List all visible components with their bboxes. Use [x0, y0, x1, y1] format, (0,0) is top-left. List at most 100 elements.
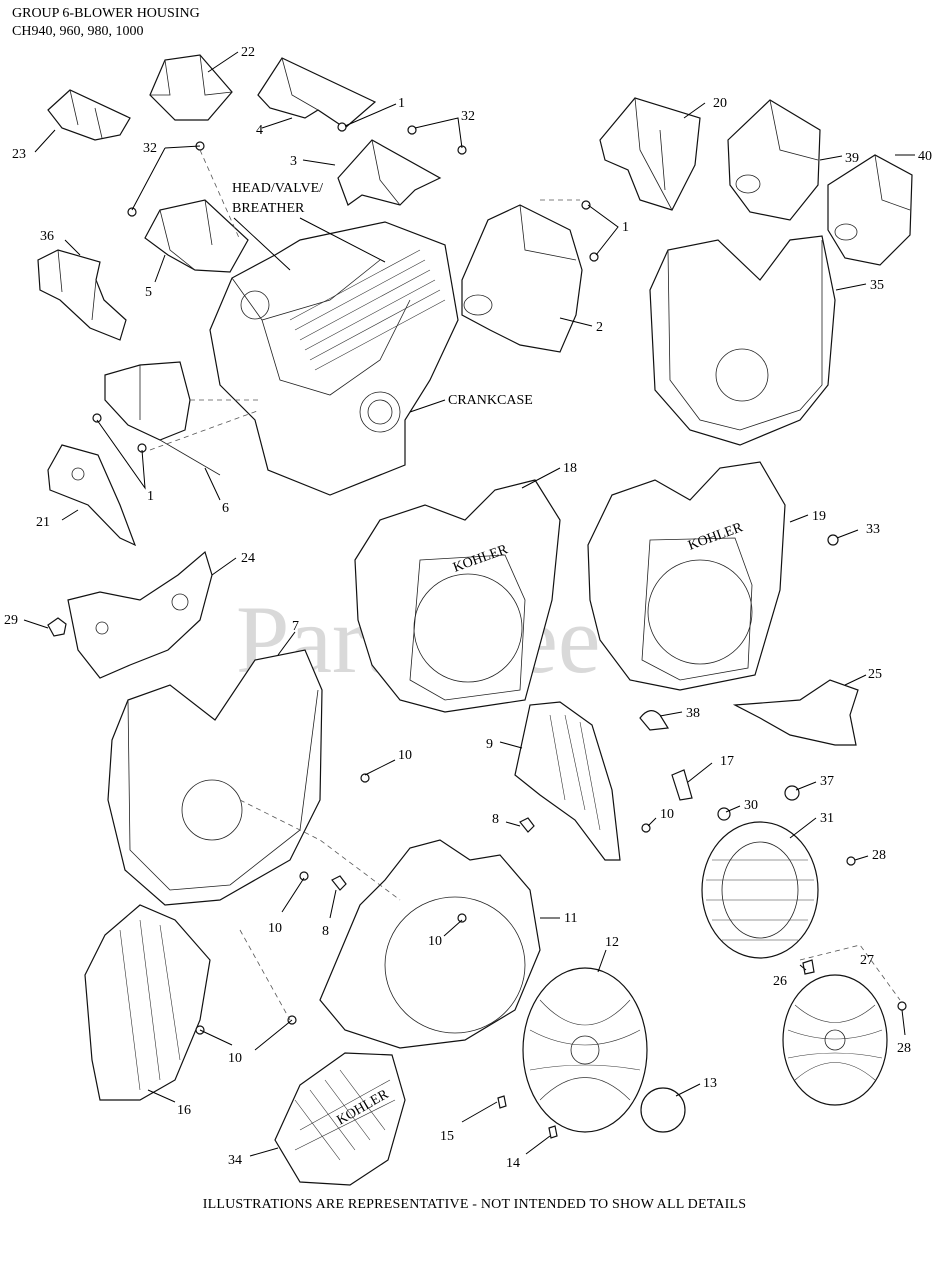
callout-39[interactable]: 39	[845, 151, 859, 166]
part-4-shroud[interactable]	[257, 57, 377, 129]
part-31-fan-guard[interactable]	[701, 821, 819, 959]
callout-10[interactable]: 10	[228, 1051, 242, 1066]
part-18-blower-housing[interactable]: KOHLER	[354, 479, 561, 713]
callout-20[interactable]: 20	[713, 96, 727, 111]
callout-38[interactable]: 38	[686, 706, 700, 721]
part-24-bracket[interactable]	[67, 550, 213, 679]
callout-37[interactable]: 37	[820, 774, 834, 789]
callout-10[interactable]: 10	[398, 748, 412, 763]
callout-26[interactable]: 26	[773, 974, 787, 989]
part-20-bracket[interactable]	[599, 97, 701, 211]
part-27-fan-guard[interactable]	[782, 974, 888, 1106]
part-2-shroud[interactable]	[461, 204, 583, 353]
part-34-grille[interactable]: KOHLER	[274, 1052, 406, 1186]
part-39-shroud[interactable]	[727, 99, 821, 221]
engine-block	[209, 221, 459, 496]
callout-32[interactable]: 32	[143, 141, 157, 156]
model-list: CH940, 960, 980, 1000	[12, 24, 144, 39]
callout-16[interactable]: 16	[177, 1103, 191, 1118]
part-37-nut[interactable]	[784, 785, 800, 801]
callout-32[interactable]: 32	[461, 109, 475, 124]
part-22-shroud[interactable]	[149, 54, 233, 121]
part-36-bracket[interactable]	[37, 249, 127, 341]
leader-lines	[23, 51, 915, 1157]
callout-2[interactable]: 2	[596, 320, 603, 335]
part-30-nut[interactable]	[717, 807, 731, 821]
callout-10[interactable]: 10	[660, 807, 674, 822]
callout-23[interactable]: 23	[12, 147, 26, 162]
part-26-screw[interactable]	[802, 959, 815, 975]
head-valve-label: HEAD/VALVE/	[232, 181, 323, 196]
fastener-markers	[92, 122, 839, 1035]
part-38-clip[interactable]	[639, 710, 670, 731]
callout-33[interactable]: 33	[866, 522, 880, 537]
callout-18[interactable]: 18	[563, 461, 577, 476]
part-8-nut-a[interactable]	[519, 817, 535, 833]
callout-31[interactable]: 31	[820, 811, 834, 826]
callout-21[interactable]: 21	[36, 515, 50, 530]
callout-7[interactable]: 7	[292, 619, 299, 634]
callout-29[interactable]: 29	[4, 613, 18, 628]
callout-27[interactable]: 27	[860, 953, 874, 968]
part-21-bracket[interactable]	[47, 444, 137, 547]
part-13-plug[interactable]	[640, 1087, 686, 1133]
crankcase-label: CRANKCASE	[448, 393, 533, 408]
callout-13[interactable]: 13	[703, 1076, 717, 1091]
callout-8[interactable]: 8	[322, 924, 329, 939]
callout-12[interactable]: 12	[605, 935, 619, 950]
callout-6[interactable]: 6	[222, 501, 229, 516]
callout-40[interactable]: 40	[918, 149, 932, 164]
part-23-bracket[interactable]	[47, 89, 131, 141]
part-35-backplate[interactable]	[649, 235, 836, 446]
callout-1[interactable]: 1	[622, 220, 629, 235]
part-28-screw-a[interactable]	[846, 856, 856, 866]
callout-28[interactable]: 28	[872, 848, 886, 863]
group-title: GROUP 6-BLOWER HOUSING	[12, 6, 200, 21]
callout-8[interactable]: 8	[492, 812, 499, 827]
part-9-shroud[interactable]	[514, 701, 621, 861]
callout-24[interactable]: 24	[241, 551, 255, 566]
callout-17[interactable]: 17	[720, 754, 734, 769]
part-8-nut-b[interactable]	[331, 875, 347, 891]
part-7-backplate[interactable]	[107, 649, 323, 906]
callout-9[interactable]: 9	[486, 737, 493, 752]
disclaimer-note: ILLUSTRATIONS ARE REPRESENTATIVE - NOT I…	[202, 1197, 747, 1212]
part-15-screw[interactable]	[497, 1095, 507, 1109]
part-40-shroud[interactable]	[827, 154, 913, 266]
callout-14[interactable]: 14	[506, 1156, 520, 1171]
part-19-blower-housing[interactable]: KOHLER	[587, 461, 786, 691]
part-16-shroud[interactable]	[84, 904, 211, 1101]
callout-4[interactable]: 4	[256, 123, 263, 138]
callout-22[interactable]: 22	[241, 45, 255, 60]
part-6-bracket[interactable]	[104, 361, 221, 476]
callout-11[interactable]: 11	[564, 911, 577, 926]
part-12-fan-guard[interactable]	[522, 967, 648, 1133]
callout-25[interactable]: 25	[868, 667, 882, 682]
callout-30[interactable]: 30	[744, 798, 758, 813]
callout-numbers: 22 1 32 23 4 32 3 20 39 40 1 36 5 35 2 1…	[4, 45, 932, 1171]
callout-15[interactable]: 15	[440, 1129, 454, 1144]
callout-34[interactable]: 34	[228, 1153, 242, 1168]
diagram-header: GROUP 6-BLOWER HOUSING CH940, 960, 980, …	[12, 5, 200, 41]
part-25-bracket[interactable]	[732, 679, 859, 746]
assembly-lines	[149, 149, 901, 1021]
part-11-blower-housing[interactable]	[319, 839, 541, 1049]
part-3-shroud[interactable]	[337, 139, 442, 206]
breather-label: BREATHER	[232, 201, 305, 216]
callout-36[interactable]: 36	[40, 229, 54, 244]
callout-19[interactable]: 19	[812, 509, 826, 524]
part-5-shroud[interactable]	[144, 199, 249, 273]
part-29-nut[interactable]	[47, 617, 67, 637]
callout-10[interactable]: 10	[268, 921, 282, 936]
callout-1[interactable]: 1	[398, 96, 405, 111]
callout-10[interactable]: 10	[428, 934, 442, 949]
part-14-screw[interactable]	[548, 1125, 558, 1139]
callout-5[interactable]: 5	[145, 285, 152, 300]
callout-28[interactable]: 28	[897, 1041, 911, 1056]
callout-1[interactable]: 1	[147, 489, 154, 504]
callout-35[interactable]: 35	[870, 278, 884, 293]
callout-3[interactable]: 3	[290, 154, 297, 169]
part-28-screw-b[interactable]	[897, 1001, 907, 1011]
part-17-clip[interactable]	[671, 769, 693, 801]
